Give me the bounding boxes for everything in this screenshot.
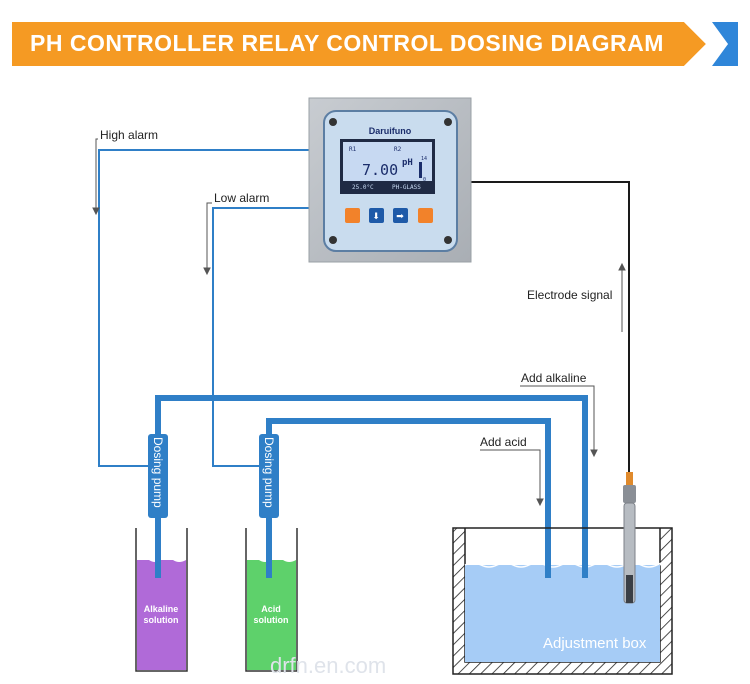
add-alkaline-arrowhead bbox=[590, 449, 598, 458]
banner-shape bbox=[12, 22, 738, 66]
screw bbox=[329, 236, 337, 244]
electrode-signal-wire bbox=[470, 181, 630, 480]
tank-tube-ends bbox=[545, 540, 588, 578]
lcd-status-strip bbox=[343, 181, 432, 191]
alkaline-dosing-pump: Dosing pump bbox=[148, 434, 168, 518]
acid-label-1: Acid bbox=[261, 604, 281, 614]
right-key[interactable] bbox=[393, 208, 408, 223]
add-alkaline-arrow bbox=[520, 385, 595, 454]
acid-label-2: solution bbox=[254, 615, 289, 625]
pump-body bbox=[148, 434, 168, 518]
dosing-tubes bbox=[155, 395, 588, 578]
alkaline-wave bbox=[137, 558, 186, 562]
ph-electrode bbox=[623, 472, 636, 604]
high-alarm-wire bbox=[98, 149, 310, 467]
enter-key[interactable] bbox=[418, 208, 433, 223]
adjustment-box: Adjustment box bbox=[452, 527, 673, 675]
down-key[interactable] bbox=[369, 208, 384, 223]
alarm-wiring bbox=[98, 149, 310, 467]
alkaline-liquid bbox=[137, 560, 186, 670]
ph-controller: Daruifuno R1 R2 7.00 pH 14 0 25.0°C PH-G… bbox=[308, 97, 472, 263]
pump-label: Dosing pump bbox=[151, 437, 165, 508]
alkaline-beaker bbox=[135, 528, 188, 672]
acid-beaker bbox=[245, 528, 298, 672]
ph-reading: 7.00 bbox=[362, 161, 398, 179]
screw bbox=[444, 118, 452, 126]
right-arrow-icon: ➡ bbox=[396, 212, 404, 222]
pump-body bbox=[259, 434, 279, 518]
banner-orange bbox=[12, 22, 706, 66]
ph-unit: pH bbox=[402, 158, 413, 168]
banner-divider bbox=[684, 22, 728, 66]
return-key[interactable] bbox=[345, 208, 360, 223]
water-surface bbox=[464, 562, 663, 568]
low-alarm-arrow bbox=[206, 202, 212, 272]
add-alkaline-label: Add alkaline bbox=[521, 371, 587, 385]
sensor-type: PH-GLASS bbox=[392, 184, 421, 191]
adjustment-box-label: Adjustment box bbox=[543, 635, 647, 652]
low-alarm-wire bbox=[212, 207, 310, 467]
low-alarm-label: Low alarm bbox=[214, 191, 269, 205]
acid-liquid bbox=[247, 560, 296, 670]
high-alarm-arrow bbox=[95, 138, 98, 212]
alkaline-container: Alkaline solution bbox=[135, 528, 188, 672]
brand-name: Daruifuno bbox=[369, 126, 412, 136]
temperature-readout: 25.0°C bbox=[352, 184, 374, 191]
electrode-tip bbox=[626, 575, 633, 603]
relay2-indicator: R2 bbox=[394, 146, 402, 153]
electrode-head bbox=[623, 485, 636, 503]
electrode-arrowhead bbox=[618, 262, 626, 271]
acid-dosing-pump: Dosing pump bbox=[259, 434, 279, 518]
banner-blue bbox=[684, 22, 738, 66]
electrode-signal-label: Electrode signal bbox=[527, 288, 612, 302]
screw bbox=[444, 236, 452, 244]
alkaline-label-2: solution bbox=[144, 615, 179, 625]
add-acid-arrowhead bbox=[536, 498, 544, 507]
high-alarm-arrowhead bbox=[92, 207, 100, 216]
screw bbox=[329, 118, 337, 126]
acid-container: Acid solution bbox=[245, 528, 298, 672]
tube-ends bbox=[155, 540, 272, 578]
low-alarm-arrowhead bbox=[203, 267, 211, 276]
add-acid-arrow bbox=[480, 449, 541, 503]
diagram-title: PH CONTROLLER RELAY CONTROL DOSING DIAGR… bbox=[30, 30, 664, 56]
alkaline-tube bbox=[155, 395, 588, 578]
high-alarm-label: High alarm bbox=[100, 128, 158, 142]
relay1-indicator: R1 bbox=[349, 146, 357, 153]
title-banner: PH CONTROLLER RELAY CONTROL DOSING DIAGR… bbox=[12, 22, 738, 66]
pump-label: Dosing pump bbox=[262, 437, 276, 508]
annotation-arrows bbox=[92, 138, 626, 507]
down-arrow-icon: ⬇ bbox=[372, 212, 380, 222]
scale-top: 14 bbox=[421, 156, 427, 162]
watermark: drfn.en.com bbox=[270, 653, 386, 678]
scale-bottom: 0 bbox=[423, 177, 426, 183]
scale-bar bbox=[419, 162, 422, 178]
electrode-cap bbox=[626, 472, 633, 486]
alkaline-label-1: Alkaline bbox=[144, 604, 179, 614]
add-acid-label: Add acid bbox=[480, 435, 527, 449]
